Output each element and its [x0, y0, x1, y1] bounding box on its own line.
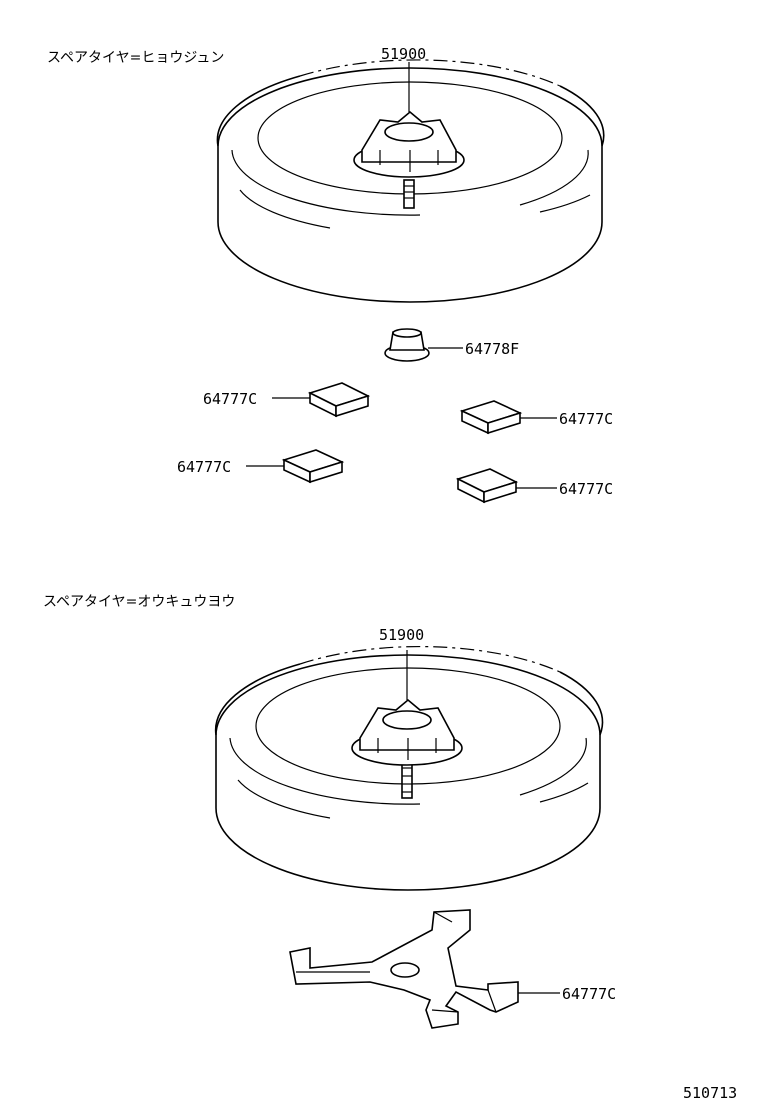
spare-tire-standard [216, 59, 605, 303]
part-label-64777C-b: 64777C [559, 410, 613, 428]
cap-nut [384, 328, 430, 362]
part-label-64778F: 64778F [465, 340, 519, 358]
part-label-64777C-a: 64777C [203, 390, 257, 408]
spacer-block [459, 400, 523, 435]
diagram-code: 510713 [683, 1084, 737, 1102]
spacer-block [281, 449, 345, 484]
part-label-64777C-c: 64777C [177, 458, 231, 476]
part-label-64777C-e: 64777C [562, 985, 616, 1003]
spacer-block [307, 382, 371, 418]
section-1-title: スペアタイヤ=ヒョウジュン [47, 50, 224, 66]
part-label-64777C-d: 64777C [559, 480, 613, 498]
section-2-title: スペアタイヤ=オウキュウヨウ [43, 594, 235, 610]
tire-part-number-1: 51900 [381, 45, 426, 63]
tire-part-number-2: 51900 [379, 626, 424, 644]
spacer-block [455, 468, 519, 504]
spacer-bracket [289, 909, 519, 1029]
spare-tire-temporary [214, 645, 604, 891]
